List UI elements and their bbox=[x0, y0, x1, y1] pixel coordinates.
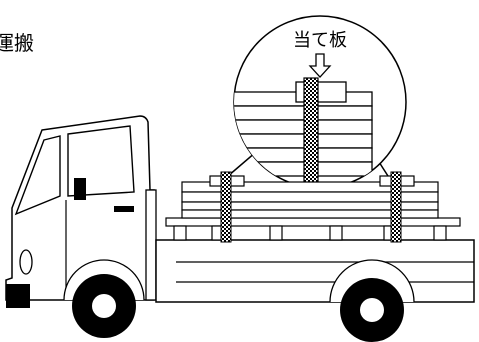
magnified-strap bbox=[303, 77, 319, 188]
front-bumper bbox=[6, 284, 30, 308]
magnified-board bbox=[234, 105, 373, 121]
truck-windshield bbox=[14, 135, 61, 216]
callout-label: 当て板 bbox=[293, 30, 347, 51]
headlight bbox=[19, 249, 33, 275]
truck bbox=[5, 115, 475, 342]
down-arrow-icon bbox=[308, 53, 332, 78]
door-handle bbox=[114, 206, 134, 212]
cargo-load bbox=[165, 171, 461, 243]
magnifier-callout: 当て板 bbox=[227, 15, 407, 189]
cab-pillar bbox=[145, 189, 157, 301]
tie-down-strap-left bbox=[220, 171, 232, 243]
rear-wheel-hub bbox=[360, 298, 384, 322]
side-mirror bbox=[74, 178, 86, 200]
support-slat bbox=[165, 217, 461, 227]
board bbox=[181, 209, 439, 219]
spacer-block bbox=[329, 225, 343, 241]
tie-down-strap-right bbox=[390, 171, 402, 243]
magnified-board bbox=[234, 119, 373, 135]
magnified-detail bbox=[234, 77, 373, 188]
title-fragment: 運搬 bbox=[0, 31, 34, 55]
front-wheel-hub bbox=[92, 294, 116, 318]
magnified-board bbox=[234, 133, 373, 149]
magnified-board bbox=[234, 147, 373, 163]
cargo-bed bbox=[155, 239, 475, 303]
spacer-block bbox=[269, 225, 283, 241]
callout-connector-left bbox=[227, 151, 257, 177]
spacer-block bbox=[433, 225, 447, 241]
spacer-block bbox=[173, 225, 187, 241]
